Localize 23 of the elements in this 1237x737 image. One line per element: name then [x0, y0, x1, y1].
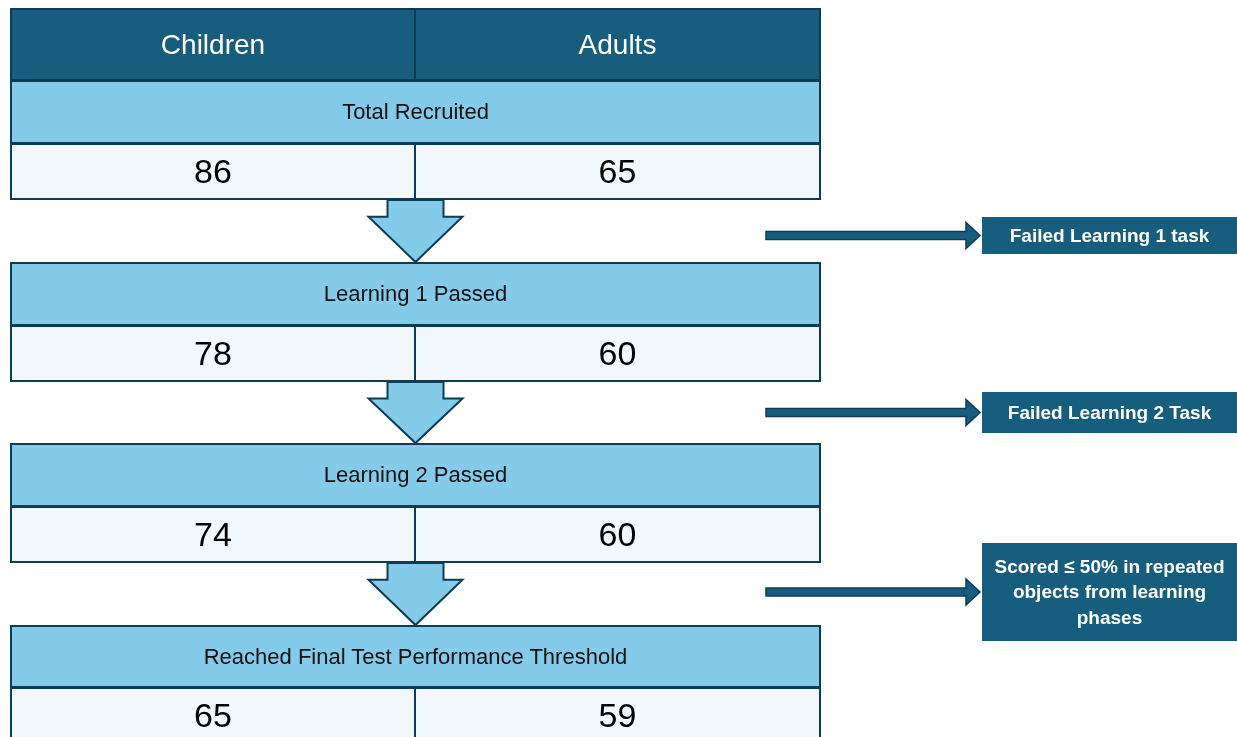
column-header: Children	[10, 8, 416, 81]
count-cell: 78	[10, 325, 416, 382]
exclusion-box: Scored ≤ 50% in repeated objects from learning phases	[982, 543, 1237, 641]
stage-heading: Total Recruited	[10, 80, 821, 144]
count-cell: 65	[10, 687, 416, 737]
count-cell: 60	[414, 325, 821, 382]
count-cell: 65	[414, 143, 821, 200]
block-arrow	[366, 562, 465, 627]
stage-heading: Learning 2 Passed	[10, 443, 821, 507]
count-cell: 60	[414, 506, 821, 563]
arrow	[765, 220, 982, 251]
count-cell: 59	[414, 687, 821, 737]
column-header: Adults	[414, 8, 821, 81]
stage-heading: Reached Final Test Performance Threshold	[10, 625, 821, 688]
count-cell: 74	[10, 506, 416, 563]
exclusion-box: Failed Learning 1 task	[982, 217, 1237, 254]
count-cell: 86	[10, 143, 416, 200]
block-arrow	[366, 199, 465, 264]
stage-heading: Learning 1 Passed	[10, 262, 821, 326]
arrow	[765, 397, 982, 428]
arrow	[765, 577, 982, 607]
block-arrow	[366, 381, 465, 445]
exclusion-box: Failed Learning 2 Task	[982, 392, 1237, 433]
